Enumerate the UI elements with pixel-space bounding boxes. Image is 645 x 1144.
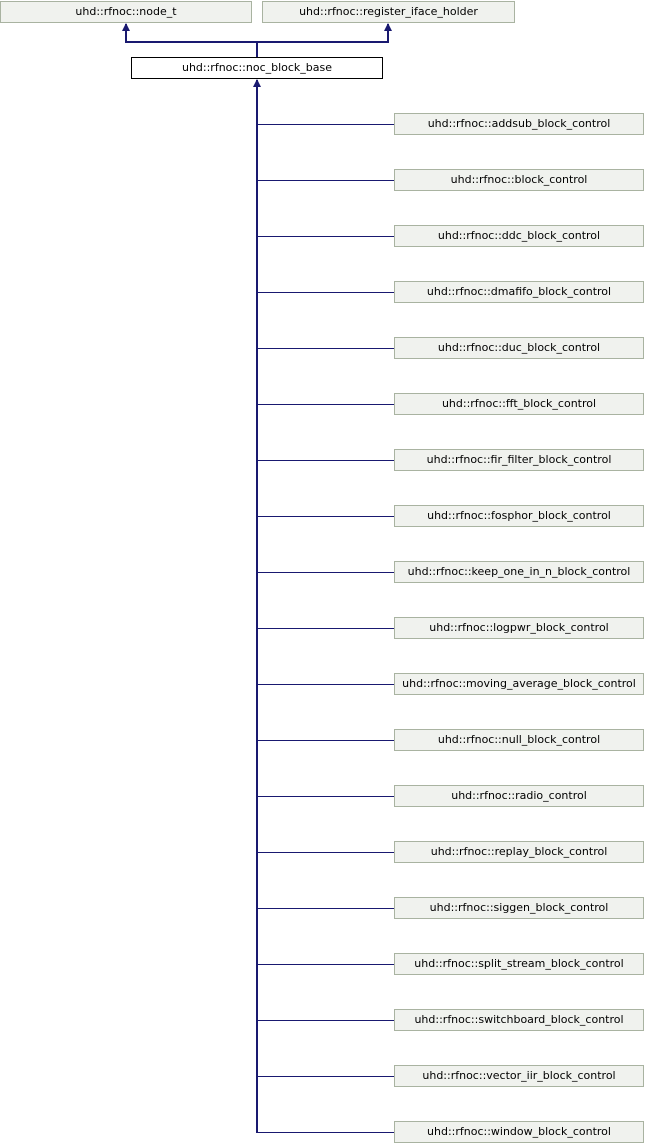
inheritance-edge-left-stem [125, 24, 127, 42]
class-node-node-t[interactable]: uhd::rfnoc::node_t [0, 1, 252, 23]
inheritance-edge-branch [256, 292, 394, 293]
inheritance-edge-top-stub [256, 42, 258, 57]
class-node-register-iface-holder[interactable]: uhd::rfnoc::register_iface_holder [262, 1, 515, 23]
class-node-noc-block-base[interactable]: uhd::rfnoc::noc_block_base [131, 57, 383, 79]
inheritance-edge-branch [256, 684, 394, 685]
class-node-derived[interactable]: uhd::rfnoc::ddc_block_control [394, 225, 644, 247]
inheritance-edge-branch [256, 124, 394, 125]
class-node-derived[interactable]: uhd::rfnoc::vector_iir_block_control [394, 1065, 644, 1087]
class-node-derived[interactable]: uhd::rfnoc::fosphor_block_control [394, 505, 644, 527]
class-node-derived[interactable]: uhd::rfnoc::null_block_control [394, 729, 644, 751]
class-node-derived[interactable]: uhd::rfnoc::siggen_block_control [394, 897, 644, 919]
class-node-derived[interactable]: uhd::rfnoc::block_control [394, 169, 644, 191]
class-node-derived[interactable]: uhd::rfnoc::duc_block_control [394, 337, 644, 359]
class-node-derived[interactable]: uhd::rfnoc::keep_one_in_n_block_control [394, 561, 644, 583]
class-node-derived[interactable]: uhd::rfnoc::replay_block_control [394, 841, 644, 863]
inheritance-edge-branch [256, 796, 394, 797]
class-node-derived[interactable]: uhd::rfnoc::logpwr_block_control [394, 617, 644, 639]
class-node-derived[interactable]: uhd::rfnoc::radio_control [394, 785, 644, 807]
class-node-derived[interactable]: uhd::rfnoc::fft_block_control [394, 393, 644, 415]
class-node-derived[interactable]: uhd::rfnoc::window_block_control [394, 1121, 644, 1143]
inheritance-edge-branch [256, 628, 394, 629]
inheritance-edge-branch [256, 460, 394, 461]
inheritance-edge-branch [256, 180, 394, 181]
inheritance-edge-branch [256, 964, 394, 965]
class-node-derived[interactable]: uhd::rfnoc::addsub_block_control [394, 113, 644, 135]
inheritance-edge-branch [256, 1132, 394, 1133]
inheritance-edge-branch [256, 740, 394, 741]
class-node-derived[interactable]: uhd::rfnoc::moving_average_block_control [394, 673, 644, 695]
class-node-derived[interactable]: uhd::rfnoc::switchboard_block_control [394, 1009, 644, 1031]
inheritance-edge-branch [256, 516, 394, 517]
inheritance-edge-branch [256, 404, 394, 405]
class-node-derived[interactable]: uhd::rfnoc::split_stream_block_control [394, 953, 644, 975]
class-node-derived[interactable]: uhd::rfnoc::dmafifo_block_control [394, 281, 644, 303]
inheritance-edge-branch [256, 236, 394, 237]
inheritance-edge-branch [256, 1076, 394, 1077]
inheritance-edge-trunk [256, 80, 258, 1133]
inheritance-edge-branch [256, 908, 394, 909]
inheritance-edge-right-stem [387, 24, 389, 42]
inheritance-edge-branch [256, 348, 394, 349]
inheritance-edge-branch [256, 572, 394, 573]
inheritance-edge-branch [256, 852, 394, 853]
class-node-derived[interactable]: uhd::rfnoc::fir_filter_block_control [394, 449, 644, 471]
inheritance-edge-branch [256, 1020, 394, 1021]
